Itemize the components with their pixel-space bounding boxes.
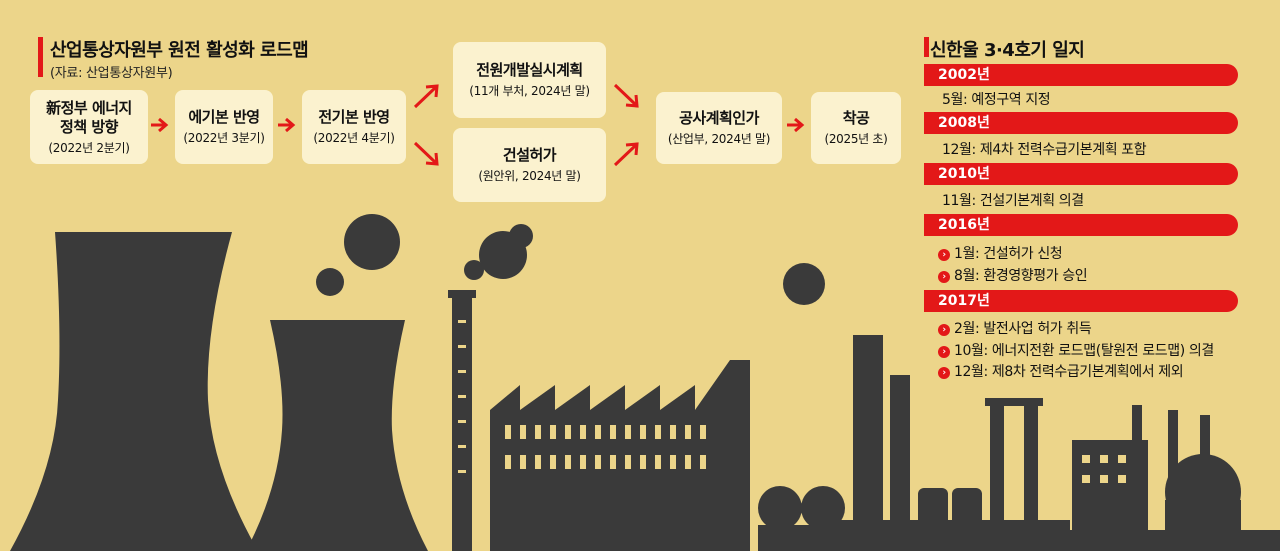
red-arrow-icon	[413, 141, 439, 166]
step-date: (산업부, 2024년 말)	[667, 132, 771, 146]
source-note: (자료: 산업통상자원부)	[50, 66, 173, 81]
flow-step-electricity-plan: 전기본 반영 (2022년 4분기)	[302, 90, 406, 164]
red-arrow-icon	[278, 117, 296, 133]
flow-step-construction-approval: 공사계획인가 (산업부, 2024년 말)	[656, 92, 782, 164]
timeline-event: 12월: 제4차 전력수급기본계획 포함	[942, 139, 1147, 159]
step-title: 건설허가	[502, 146, 557, 164]
step-date: (11개 부처, 2024년 말)	[469, 84, 590, 98]
timeline-event: › 2월: 발전사업 허가 취득	[938, 318, 1092, 338]
flow-step-basic-energy-plan: 에기본 반영 (2022년 3분기)	[175, 90, 273, 164]
flow-step-power-development-plan: 전원개발실시계획 (11개 부처, 2024년 말)	[453, 42, 606, 118]
timeline-event: 11월: 건설기본계획 의결	[942, 190, 1084, 210]
timeline-event: 5월: 예정구역 지정	[942, 89, 1051, 109]
timeline-year: 2017년	[924, 290, 1238, 312]
timeline-event: › 1월: 건설허가 신청	[938, 243, 1063, 263]
timeline-year: 2008년	[924, 112, 1238, 134]
step-title: 전원개발실시계획	[476, 61, 583, 79]
event-text: 11월: 건설기본계획 의결	[942, 193, 1084, 209]
red-arrow-icon	[413, 84, 439, 109]
timeline-event: › 8월: 환경영향평가 승인	[938, 265, 1088, 285]
timeline-event: › 10월: 에너지전환 로드맵(탈원전 로드맵) 의결	[938, 340, 1214, 360]
chevron-bullet-icon: ›	[938, 367, 950, 379]
step-date: (2022년 4분기)	[313, 131, 395, 145]
timeline-title: 신한울 3·4호기 일지	[930, 40, 1085, 61]
event-text: 1월: 건설허가 신청	[954, 246, 1063, 262]
page-title: 산업통상자원부 원전 활성화 로드맵	[50, 40, 309, 61]
red-arrow-icon	[613, 83, 639, 108]
chevron-bullet-icon: ›	[938, 271, 950, 283]
red-arrow-icon	[613, 142, 639, 167]
event-text: 12월: 제8차 전력수급기본계획에서 제외	[954, 364, 1184, 380]
step-title: 전기본 반영	[318, 108, 390, 126]
event-text: 12월: 제4차 전력수급기본계획 포함	[942, 142, 1147, 158]
flow-step-construction-permit: 건설허가 (원안위, 2024년 말)	[453, 128, 606, 202]
red-arrow-icon	[151, 117, 169, 133]
timeline-year: 2010년	[924, 163, 1238, 185]
step-date: (2022년 2분기)	[48, 140, 130, 155]
event-text: 5월: 예정구역 지정	[942, 92, 1051, 108]
step-date: (2025년 초)	[824, 132, 888, 146]
chevron-bullet-icon: ›	[938, 346, 950, 358]
flow-step-groundbreaking: 착공 (2025년 초)	[811, 92, 901, 164]
event-text: 8월: 환경영향평가 승인	[954, 268, 1088, 284]
step-date: (2022년 3분기)	[183, 131, 265, 145]
red-arrow-icon	[787, 117, 805, 133]
event-text: 2월: 발전사업 허가 취득	[954, 321, 1092, 337]
event-text: 10월: 에너지전환 로드맵(탈원전 로드맵) 의결	[954, 343, 1214, 359]
step-title: 新정부 에너지 정책 방향	[46, 98, 132, 136]
timeline-year: 2016년	[924, 214, 1238, 236]
chevron-bullet-icon: ›	[938, 324, 950, 336]
chevron-bullet-icon: ›	[938, 249, 950, 261]
title-accent-bar	[38, 37, 43, 77]
step-title: 착공	[842, 109, 870, 127]
timeline-event: › 12월: 제8차 전력수급기본계획에서 제외	[938, 361, 1184, 381]
step-title: 공사계획인가	[679, 109, 759, 127]
timeline-accent-bar	[924, 37, 929, 57]
flow-step-energy-policy: 新정부 에너지 정책 방향 (2022년 2분기)	[30, 90, 148, 164]
timeline-year: 2002년	[924, 64, 1238, 86]
step-title: 에기본 반영	[188, 108, 260, 126]
step-date: (원안위, 2024년 말)	[478, 169, 581, 183]
